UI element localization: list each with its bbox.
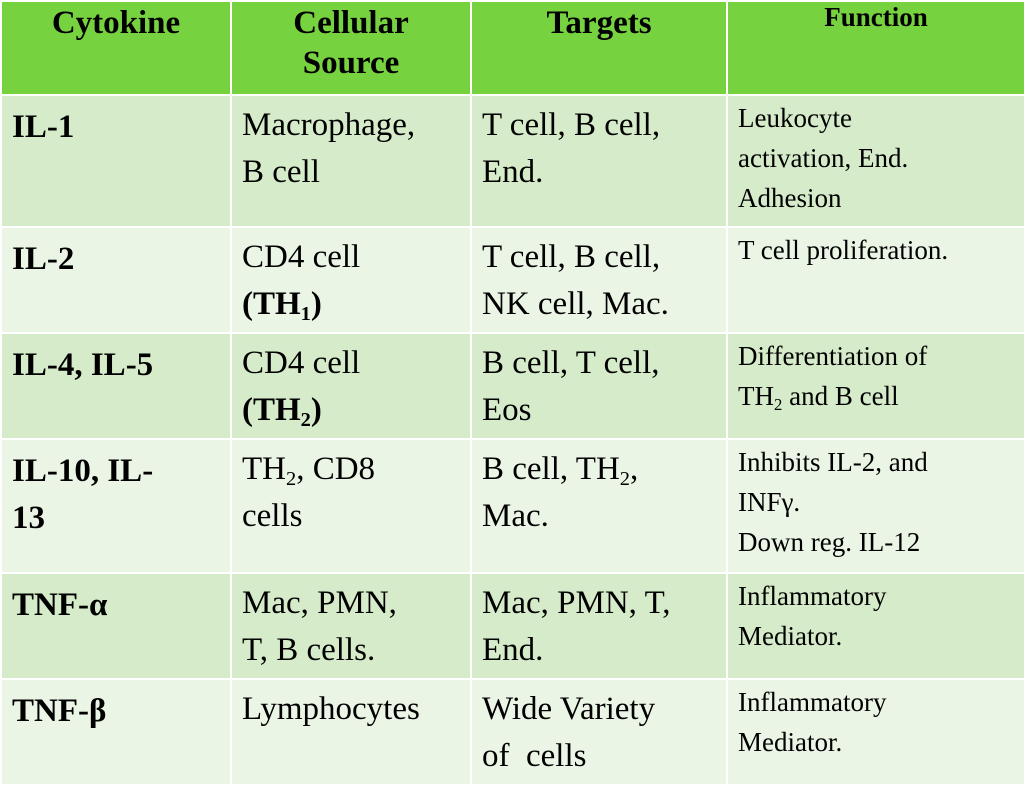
source-cell: Macrophage, B cell xyxy=(230,94,472,228)
header-cytokine: Cytokine xyxy=(0,0,232,96)
cytokine-cell: IL-10, IL- 13 xyxy=(0,438,232,574)
source-cell: Mac, PMN, T, B cells. xyxy=(230,572,472,680)
function-cell: T cell proliferation. xyxy=(726,226,1024,334)
function-cell: Differentiation of TH2 and B cell xyxy=(726,332,1024,440)
source-cell: Lymphocytes xyxy=(230,678,472,786)
source-cell: CD4 cell (TH1) xyxy=(230,226,472,334)
table-row: TNF-β Lymphocytes Wide Variety of cells … xyxy=(0,678,1024,786)
table-row: TNF-α Mac, PMN, T, B cells. Mac, PMN, T,… xyxy=(0,572,1024,680)
cytokine-cell: TNF-α xyxy=(0,572,232,680)
header-targets: Targets xyxy=(470,0,728,96)
targets-cell: B cell, TH2, Mac. xyxy=(470,438,728,574)
function-cell: Inflammatory Mediator. xyxy=(726,572,1024,680)
table-row: IL-10, IL- 13 TH2, CD8 cells B cell, TH2… xyxy=(0,438,1024,574)
table-row: IL-1 Macrophage, B cell T cell, B cell, … xyxy=(0,94,1024,228)
header-cellular-source: Cellular Source xyxy=(230,0,472,96)
table-row: IL-2 CD4 cell (TH1) T cell, B cell, NK c… xyxy=(0,226,1024,334)
source-cell: CD4 cell (TH2) xyxy=(230,332,472,440)
cytokine-cell: IL-2 xyxy=(0,226,232,334)
targets-cell: Wide Variety of cells xyxy=(470,678,728,786)
header-row: Cytokine Cellular Source Targets Functio… xyxy=(0,0,1024,96)
cytokine-cell: IL-4, IL-5 xyxy=(0,332,232,440)
header-function: Function xyxy=(726,0,1024,96)
targets-cell: T cell, B cell, End. xyxy=(470,94,728,228)
targets-cell: B cell, T cell, Eos xyxy=(470,332,728,440)
function-cell: Inhibits IL-2, and INFγ. Down reg. IL-12 xyxy=(726,438,1024,574)
table-row: IL-4, IL-5 CD4 cell (TH2) B cell, T cell… xyxy=(0,332,1024,440)
source-cell: TH2, CD8 cells xyxy=(230,438,472,574)
function-cell: Inflammatory Mediator. xyxy=(726,678,1024,786)
targets-cell: T cell, B cell, NK cell, Mac. xyxy=(470,226,728,334)
cytokine-cell: TNF-β xyxy=(0,678,232,786)
targets-cell: Mac, PMN, T, End. xyxy=(470,572,728,680)
cytokine-cell: IL-1 xyxy=(0,94,232,228)
function-cell: Leukocyte activation, End. Adhesion xyxy=(726,94,1024,228)
